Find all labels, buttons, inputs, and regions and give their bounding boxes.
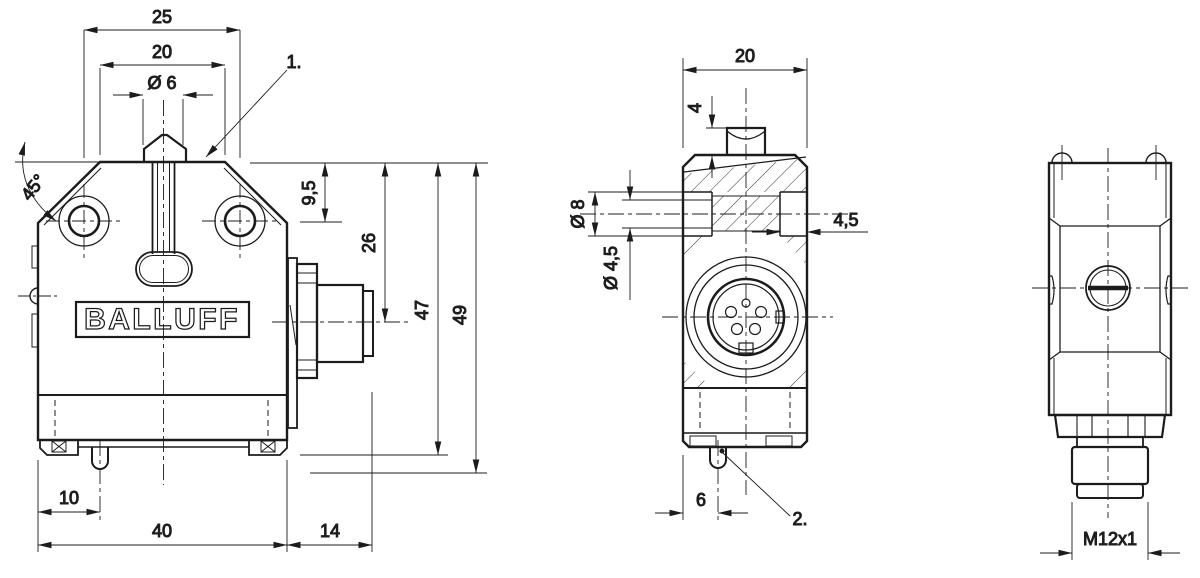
dim-chamfer-angle: 45° <box>17 170 50 204</box>
end-connector <box>1053 413 1167 499</box>
end-body <box>1047 145 1173 417</box>
dim-total-height: 49 <box>450 305 470 325</box>
callout-plunger: 1. <box>286 52 301 72</box>
front-screws <box>46 184 278 259</box>
dim-pin-offset-side: 6 <box>696 490 706 510</box>
end-centerlines <box>1032 148 1188 518</box>
front-connector <box>287 257 374 429</box>
dim-hole-dia: Ø 4,5 <box>601 246 621 290</box>
brand-logo-text: BALLUFF <box>84 303 240 336</box>
logo-plate: BALLUFF <box>74 300 251 339</box>
dim-counterbore-dia: Ø 8 <box>568 199 588 228</box>
side-view: 20 4 Ø 8 Ø 4,5 4,5 6 <box>568 46 868 530</box>
front-view: BALLUFF 25 20 <box>15 7 488 552</box>
dim-body-height: 47 <box>412 300 432 320</box>
front-dimensions: 25 20 Ø 6 45° 1. 9,5 26 <box>15 7 488 552</box>
dim-plunger-protrusion: 4 <box>685 103 705 113</box>
dim-body-width: 40 <box>152 521 172 541</box>
end-dimensions: M12x1 <box>1040 502 1180 560</box>
front-body <box>18 160 289 470</box>
dim-depth: 20 <box>735 46 755 66</box>
dim-pin-offset: 10 <box>59 488 79 508</box>
dim-connector-axis: 26 <box>359 233 379 253</box>
dim-head-width: 20 <box>152 42 172 62</box>
front-centerlines <box>99 100 412 520</box>
dim-head-depth: 9,5 <box>299 180 319 205</box>
side-centerlines <box>580 88 850 520</box>
dim-plunger-dia: Ø 6 <box>147 73 176 93</box>
dim-hole-depth: 4,5 <box>833 210 858 230</box>
dim-hole-spacing: 25 <box>152 7 172 27</box>
dim-connector-length: 14 <box>320 521 340 541</box>
end-view: M12x1 <box>1032 145 1188 560</box>
callout-latch-pin: 2. <box>792 509 807 529</box>
dim-thread: M12x1 <box>1083 529 1137 549</box>
front-plunger <box>135 133 193 287</box>
side-dimensions: 20 4 Ø 8 Ø 4,5 4,5 6 <box>568 46 868 530</box>
